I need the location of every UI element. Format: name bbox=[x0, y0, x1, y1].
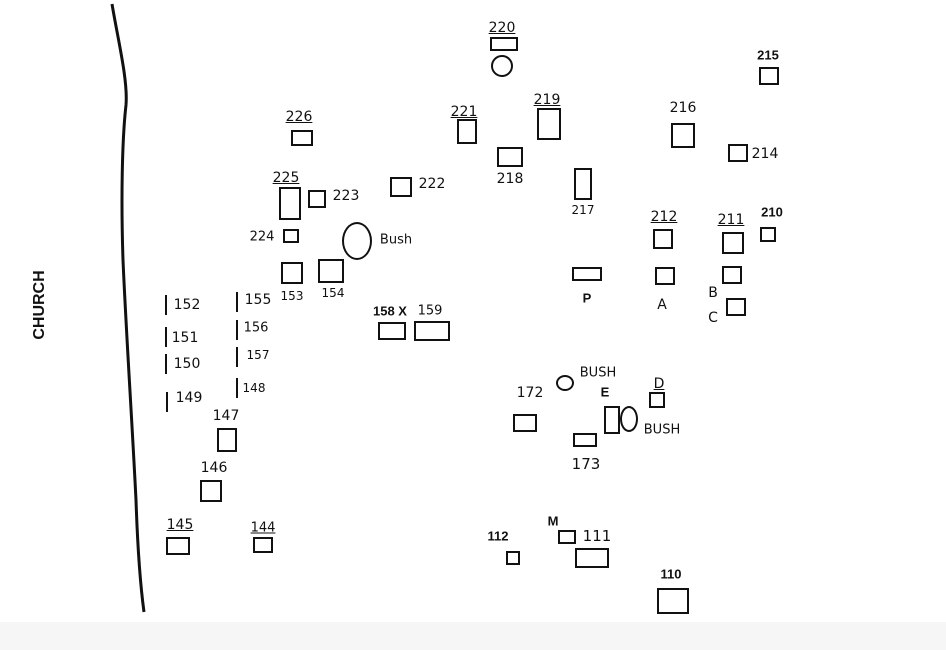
tree-marker bbox=[491, 55, 513, 77]
plot-222[interactable] bbox=[390, 177, 412, 197]
plot-e[interactable] bbox=[604, 406, 620, 434]
plot-label-d: D bbox=[653, 376, 665, 392]
plot-217[interactable] bbox=[574, 168, 592, 200]
plot-218[interactable] bbox=[497, 147, 523, 167]
plot-label-218: 218 bbox=[496, 171, 524, 187]
plot-label-225: 225 bbox=[272, 170, 300, 186]
plot-219[interactable] bbox=[537, 108, 561, 140]
plot-label-156: 156 bbox=[243, 320, 269, 336]
bottom-margin bbox=[0, 622, 946, 650]
bush-marker bbox=[620, 406, 638, 432]
plot-154[interactable] bbox=[318, 259, 344, 283]
plot-145[interactable] bbox=[166, 537, 190, 555]
plot-158[interactable] bbox=[378, 322, 406, 340]
bush-label: BUSH bbox=[579, 365, 617, 381]
plot-112[interactable] bbox=[506, 551, 520, 565]
plot-label-158: 158 X bbox=[373, 303, 407, 319]
plot-label-153: 153 bbox=[280, 289, 304, 303]
plot-label-150: 150 bbox=[173, 356, 201, 372]
plot-216[interactable] bbox=[671, 123, 695, 148]
plot-label-c: C bbox=[708, 310, 718, 326]
plot-d[interactable] bbox=[649, 392, 665, 408]
plot-146[interactable] bbox=[200, 480, 222, 502]
plot-label-226: 226 bbox=[285, 109, 313, 125]
plot-label-217: 217 bbox=[571, 203, 595, 217]
plot-label-a: A bbox=[657, 297, 667, 313]
plot-label-219: 219 bbox=[533, 92, 561, 108]
plot-144[interactable] bbox=[253, 537, 273, 553]
plot-223[interactable] bbox=[308, 190, 326, 208]
plot-c[interactable] bbox=[726, 298, 746, 316]
plot-212[interactable] bbox=[653, 229, 673, 249]
plot-label-151: 151 bbox=[171, 330, 199, 346]
plot-label-112: 112 bbox=[487, 528, 509, 544]
plot-221[interactable] bbox=[457, 119, 477, 144]
plot-226[interactable] bbox=[291, 130, 313, 146]
plot-label-154: 154 bbox=[321, 286, 345, 300]
plot-155[interactable] bbox=[236, 292, 238, 312]
plot-label-215: 215 bbox=[757, 47, 779, 63]
bush-label: Bush bbox=[379, 232, 413, 248]
plot-label-148: 148 bbox=[242, 381, 266, 395]
plot-label-146: 146 bbox=[200, 460, 228, 476]
plot-148[interactable] bbox=[236, 378, 238, 398]
bush-label: BUSH bbox=[643, 422, 681, 438]
plot-151[interactable] bbox=[165, 327, 167, 347]
plot-p[interactable] bbox=[572, 267, 602, 281]
plot-label-157: 157 bbox=[246, 348, 270, 362]
plot-label-216: 216 bbox=[669, 100, 697, 116]
plot-225[interactable] bbox=[279, 187, 301, 220]
plot-149[interactable] bbox=[166, 392, 168, 412]
plot-label-e: E bbox=[600, 384, 610, 400]
plot-157[interactable] bbox=[236, 347, 238, 367]
plot-211[interactable] bbox=[722, 232, 744, 254]
plot-147[interactable] bbox=[217, 428, 237, 452]
bush-marker bbox=[556, 375, 574, 391]
plot-159[interactable] bbox=[414, 321, 450, 341]
plot-label-221: 221 bbox=[450, 104, 478, 120]
plot-220[interactable] bbox=[490, 37, 518, 51]
plot-label-210: 210 bbox=[761, 204, 783, 220]
plot-label-155: 155 bbox=[244, 292, 272, 308]
church-label: CHURCH bbox=[31, 270, 48, 340]
plot-m[interactable] bbox=[558, 530, 576, 544]
plot-110[interactable] bbox=[657, 588, 689, 614]
plot-173[interactable] bbox=[573, 433, 597, 447]
plot-label-m: M bbox=[547, 513, 559, 529]
plot-label-214: 214 bbox=[751, 146, 779, 162]
plot-214[interactable] bbox=[728, 144, 748, 162]
bush-marker bbox=[342, 222, 372, 260]
plot-label-222: 222 bbox=[418, 176, 446, 192]
plot-label-223: 223 bbox=[332, 188, 360, 204]
plot-215[interactable] bbox=[759, 67, 779, 85]
plot-b[interactable] bbox=[722, 266, 742, 284]
plot-label-b: B bbox=[708, 285, 718, 301]
plot-label-111: 111 bbox=[582, 527, 612, 545]
plot-label-172: 172 bbox=[516, 385, 544, 401]
plot-label-211: 211 bbox=[717, 212, 745, 228]
plot-150[interactable] bbox=[165, 354, 167, 374]
plot-111[interactable] bbox=[575, 548, 609, 568]
plot-a[interactable] bbox=[655, 267, 675, 285]
plot-210[interactable] bbox=[760, 227, 776, 242]
plot-153[interactable] bbox=[281, 262, 303, 284]
plot-label-144: 144 bbox=[250, 520, 276, 536]
plot-172[interactable] bbox=[513, 414, 537, 432]
plot-label-173: 173 bbox=[571, 455, 601, 473]
plot-label-149: 149 bbox=[175, 390, 203, 406]
plot-label-110: 110 bbox=[660, 566, 682, 582]
plot-152[interactable] bbox=[165, 295, 167, 315]
plot-label-212: 212 bbox=[650, 209, 678, 225]
plot-label-224: 224 bbox=[249, 229, 275, 245]
plot-label-159: 159 bbox=[417, 303, 443, 319]
plot-156[interactable] bbox=[236, 320, 238, 340]
plot-label-152: 152 bbox=[173, 297, 201, 313]
plot-label-145: 145 bbox=[166, 517, 194, 533]
plot-label-p: P bbox=[582, 290, 592, 306]
plot-label-220: 220 bbox=[488, 20, 516, 36]
plot-224[interactable] bbox=[283, 229, 299, 243]
plot-label-147: 147 bbox=[212, 408, 240, 424]
